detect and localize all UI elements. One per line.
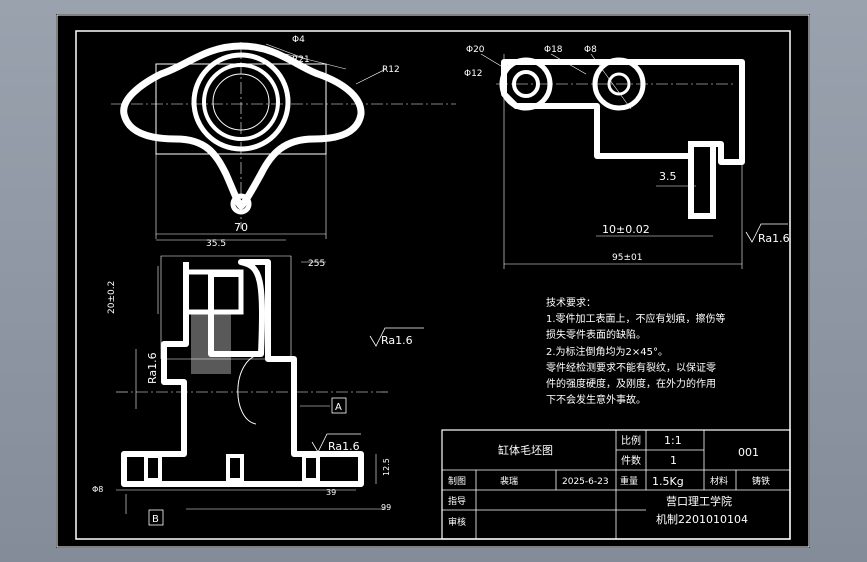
- note-2: 2.为标注倒角均为2×45°。: [546, 345, 668, 358]
- drawn-label: 制图: [448, 475, 466, 487]
- quantity-label: 件数: [621, 454, 641, 467]
- datum-b: B: [152, 514, 159, 525]
- dim-r21: R21: [292, 55, 310, 65]
- side-view: [480, 53, 745, 269]
- dim-12-5: 12.5: [382, 458, 391, 476]
- title-block-grid: [441, 429, 791, 540]
- dim-phi18: Φ18: [544, 45, 563, 55]
- front-section-view: [116, 239, 391, 514]
- dim-r12: R12: [382, 65, 400, 75]
- roughness-value-4: Ra1.6: [328, 440, 360, 453]
- weight-label: 重量: [620, 475, 638, 487]
- material-value: 铸铁: [752, 475, 770, 487]
- dim-99: 99: [381, 503, 391, 512]
- dim-39: 39: [326, 488, 336, 497]
- dim-width-70: 70: [234, 221, 248, 234]
- dim-length-95: 95±01: [612, 253, 642, 263]
- reviewer-label: 审核: [448, 516, 466, 528]
- dim-phi8-b: Φ8: [92, 485, 103, 494]
- scale-label: 比例: [621, 434, 641, 447]
- roughness-symbol-1: [745, 223, 788, 243]
- dim-phi8: Φ8: [584, 45, 597, 55]
- drawing-canvas: Φ4 R21 R12 70 Φ20: [56, 14, 810, 548]
- datum-b-box: [148, 509, 164, 526]
- roughness-value-1: Ra1.6: [758, 232, 790, 245]
- note-3a: 零件经检测要求不能有裂纹，以保证零: [546, 361, 716, 374]
- material-label: 材料: [710, 475, 728, 487]
- dim-phi4: Φ4: [292, 35, 305, 45]
- notes-title: 技术要求：: [546, 296, 596, 309]
- datum-a-box: [331, 397, 347, 414]
- note-1a: 1.零件加工表面上，不应有划痕，擦伤等: [546, 312, 726, 325]
- note-1b: 损失零件表面的缺陷。: [546, 328, 646, 341]
- dim-tolerance: 10±0.02: [602, 223, 650, 236]
- drawn-name: 裴瑞: [500, 475, 518, 487]
- dim-phi12: Φ12: [464, 69, 483, 79]
- roughness-value-2: Ra1.6: [146, 352, 159, 384]
- school-name: 营口理工学院: [666, 494, 732, 508]
- dim-phi20: Φ20: [466, 45, 485, 55]
- dim-35-5: 35.5: [206, 239, 226, 249]
- dim-3-5: 3.5: [659, 170, 677, 183]
- drawn-date: 2025-6-23: [562, 477, 609, 487]
- roughness-symbol-3: [369, 327, 424, 347]
- checker-label: 指导: [448, 495, 466, 507]
- weight-value: 1.5Kg: [652, 475, 684, 488]
- note-3c: 下不会发生意外事故。: [546, 393, 646, 406]
- dim-20-tol: 20±0.2: [107, 281, 117, 314]
- class-id: 机制2201010104: [656, 512, 748, 526]
- dim-255: 255: [308, 259, 325, 269]
- top-view: [111, 42, 456, 239]
- inner-border: [75, 30, 791, 540]
- roughness-value-3: Ra1.6: [381, 334, 413, 347]
- note-3b: 件的强度硬度，及刚度，在外力的作用: [546, 377, 716, 390]
- datum-a: A: [335, 402, 342, 413]
- part-name: 缸体毛坯图: [498, 443, 553, 457]
- outer-border: [56, 14, 810, 548]
- scale-value: 1:1: [664, 434, 682, 447]
- drawing-number: 001: [738, 446, 759, 459]
- drawing-sheet: Φ4 R21 R12 70 Φ20: [56, 14, 810, 548]
- quantity-value: 1: [670, 454, 677, 467]
- roughness-symbol-4: [311, 433, 361, 453]
